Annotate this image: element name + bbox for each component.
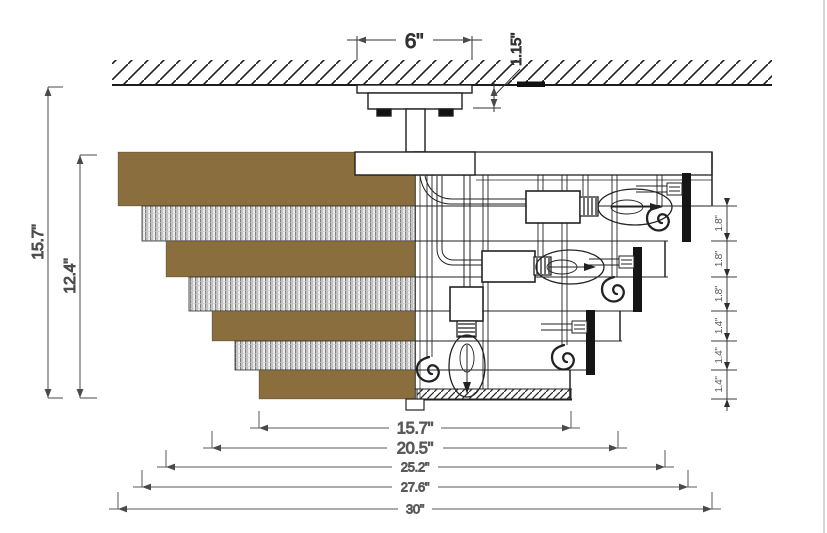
crystal-hooks xyxy=(415,204,670,383)
ceiling-hatch xyxy=(112,60,772,85)
bulb-top xyxy=(525,188,673,226)
tier-band-crystal-1 xyxy=(141,205,416,242)
downrod xyxy=(405,108,426,153)
overall-height-label: 15.7" xyxy=(30,224,47,259)
wiring xyxy=(419,175,527,287)
hook-icon xyxy=(415,355,440,383)
dimension-canopy-drop: 1.15" xyxy=(473,32,545,112)
ceiling-anchor-mark xyxy=(517,81,545,87)
screw-base xyxy=(579,196,599,217)
bulb-bottom xyxy=(448,286,486,398)
socket xyxy=(481,250,536,283)
dimension-tier-widths: 15.7" 20.5" 25.2" 27.6" xyxy=(109,411,721,517)
hub-plate xyxy=(354,151,476,176)
bulb-glass xyxy=(597,188,673,226)
svg-text:1.4": 1.4" xyxy=(714,376,725,393)
finial xyxy=(405,398,425,411)
section-right-half xyxy=(405,151,713,411)
body-height-label: 12.4" xyxy=(62,258,79,293)
svg-text:30": 30" xyxy=(406,502,425,517)
canopy-screw-left xyxy=(376,108,392,117)
tier-band-wood-2 xyxy=(165,240,416,278)
canopy-screw-right xyxy=(438,108,454,117)
dim-20-5: 20.5" xyxy=(203,431,627,458)
tier-band-wood-3 xyxy=(211,310,416,342)
hook-icon xyxy=(550,343,575,371)
dim-27-6: 27.6" xyxy=(133,470,697,495)
dimension-body-height: 12.4" xyxy=(62,154,97,399)
canopy xyxy=(356,84,473,153)
suspension-bars xyxy=(586,173,691,375)
tier-band-wood-4 xyxy=(258,369,416,400)
dimension-overall-height: 15.7" xyxy=(30,86,63,399)
canopy-plate xyxy=(356,84,473,94)
hook-icon xyxy=(645,204,670,232)
dimension-tier-heights: 1.8" 1.8" 1.8" 1.4" 1.4" 1.4" xyxy=(711,198,737,411)
svg-text:1.8": 1.8" xyxy=(714,285,725,302)
ceiling xyxy=(112,60,772,86)
bulb-glass xyxy=(535,249,605,285)
svg-text:25.2": 25.2" xyxy=(401,460,430,475)
svg-text:1.8": 1.8" xyxy=(714,250,725,267)
socket xyxy=(449,286,484,322)
socket xyxy=(525,190,581,224)
tier-band-crystal-2 xyxy=(188,276,416,312)
dimension-canopy-width: 6" xyxy=(347,30,482,60)
screw-base xyxy=(456,320,477,338)
svg-text:1.4": 1.4" xyxy=(714,317,725,334)
svg-text:20.5": 20.5" xyxy=(397,440,434,458)
bulb-middle xyxy=(481,249,605,285)
dim-15-7: 15.7" xyxy=(250,411,580,438)
dim-25-2: 25.2" xyxy=(157,450,674,475)
hook-icon xyxy=(600,275,625,303)
svg-text:15.7": 15.7" xyxy=(397,420,434,438)
tier-band-crystal-3 xyxy=(234,340,416,371)
canopy-drop-label: 1.15" xyxy=(508,33,525,66)
svg-text:1.4": 1.4" xyxy=(714,347,725,364)
dim-30: 30" xyxy=(109,492,721,517)
svg-text:27.6": 27.6" xyxy=(401,480,430,495)
bottom-diffuser xyxy=(416,388,572,400)
elevation-left-half xyxy=(117,151,416,400)
svg-text:1.8": 1.8" xyxy=(714,215,725,232)
canopy-width-label: 6" xyxy=(405,30,424,53)
canopy-box xyxy=(367,92,463,110)
